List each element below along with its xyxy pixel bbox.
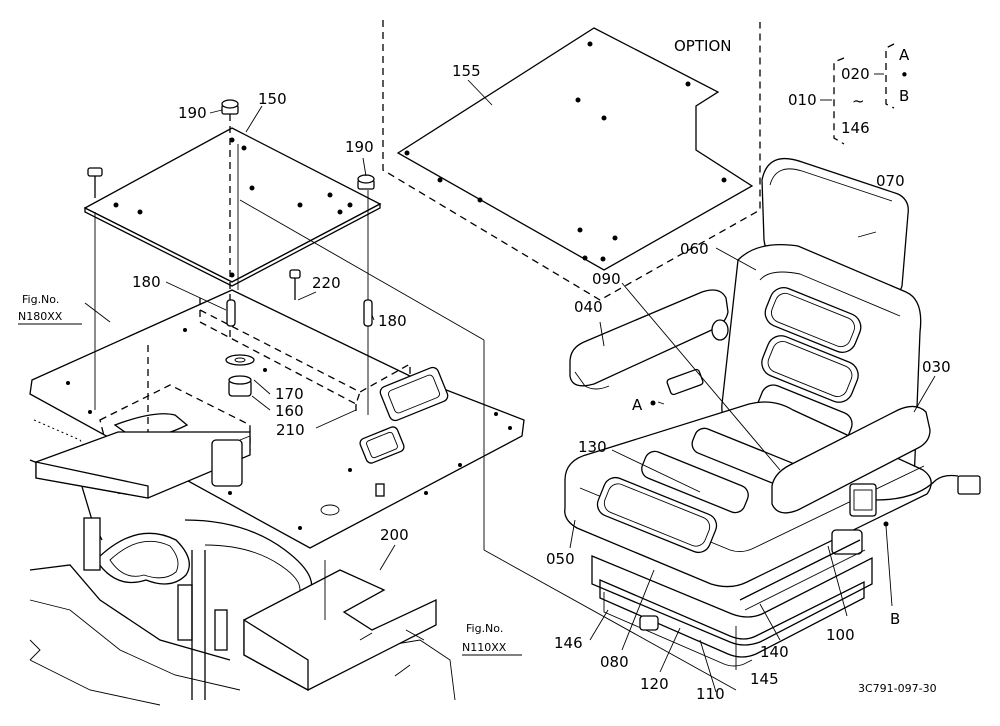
- part-120-label: 120: [640, 675, 669, 693]
- part-110-label: 110: [696, 685, 725, 703]
- option-group: OPTION 155: [382, 20, 761, 301]
- part-130-label: 130: [578, 438, 607, 456]
- base-plate: [29, 289, 525, 549]
- part-070-label: 070: [876, 172, 905, 190]
- part-020-label: 020: [841, 65, 870, 83]
- operator-seat: [564, 157, 981, 667]
- drawing-code: 3C791-097-30: [858, 682, 937, 695]
- part-050-label: 050: [546, 550, 575, 568]
- part-090-label: 090: [592, 270, 621, 288]
- option-floor-plate-155: [396, 27, 754, 271]
- nut-190-b: [357, 174, 375, 190]
- point-a-label: A: [632, 396, 643, 414]
- part-190a-label: 190: [178, 104, 207, 122]
- part-146-range-label: 146: [841, 119, 870, 137]
- nut-190-a: [221, 99, 239, 115]
- fig-ref-2-title: Fig.No.: [466, 622, 503, 635]
- part-060-label: 060: [680, 240, 709, 258]
- tilde-label: ~: [852, 92, 865, 110]
- option-label: OPTION: [674, 37, 731, 55]
- part-160-label: 160: [275, 402, 304, 420]
- seat-plate-150: [83, 99, 737, 691]
- part-040-label: 040: [574, 298, 603, 316]
- part-labels: 190 150 190 180 220 180 170 160 210 200 …: [132, 90, 951, 703]
- part-150-label: 150: [258, 90, 287, 108]
- part-180b-label: 180: [378, 312, 407, 330]
- leader-lines: [84, 105, 936, 693]
- part-180a-label: 180: [132, 273, 161, 291]
- part-140-label: 140: [760, 643, 789, 661]
- armrest-040: [569, 289, 729, 387]
- part-100-label: 100: [826, 626, 855, 644]
- figure-references: Fig.No. N180XX Fig.No. N110XX 3C791-097-…: [18, 293, 937, 695]
- part-220-label: 220: [312, 274, 341, 292]
- part-030-label: 030: [922, 358, 951, 376]
- part-170-label: 170: [275, 385, 304, 403]
- part-210-label: 210: [276, 421, 305, 439]
- part-146-label: 146: [554, 634, 583, 652]
- ref-a-label: A: [899, 46, 910, 64]
- part-200-label: 200: [380, 526, 409, 544]
- pad-200: [243, 560, 437, 692]
- ref-dot-label: •: [900, 66, 909, 84]
- bolt-left: [87, 167, 103, 198]
- fig-ref-2-number: N110XX: [462, 641, 507, 654]
- part-145-label: 145: [750, 670, 779, 688]
- part-155-label: 155: [452, 62, 481, 80]
- ref-b-label: B: [899, 87, 909, 105]
- fig-ref-1-number: N180XX: [18, 310, 63, 323]
- part-190b-label: 190: [345, 138, 374, 156]
- reference-bracket: 010 020 ~ 146 A • B: [788, 43, 910, 145]
- pad-210: [35, 345, 251, 499]
- part-010-label: 010: [788, 91, 817, 109]
- point-b-label: B: [890, 610, 900, 628]
- part-080-label: 080: [600, 653, 629, 671]
- armrest-030: [771, 405, 931, 514]
- fig-ref-1-title: Fig.No.: [22, 293, 59, 306]
